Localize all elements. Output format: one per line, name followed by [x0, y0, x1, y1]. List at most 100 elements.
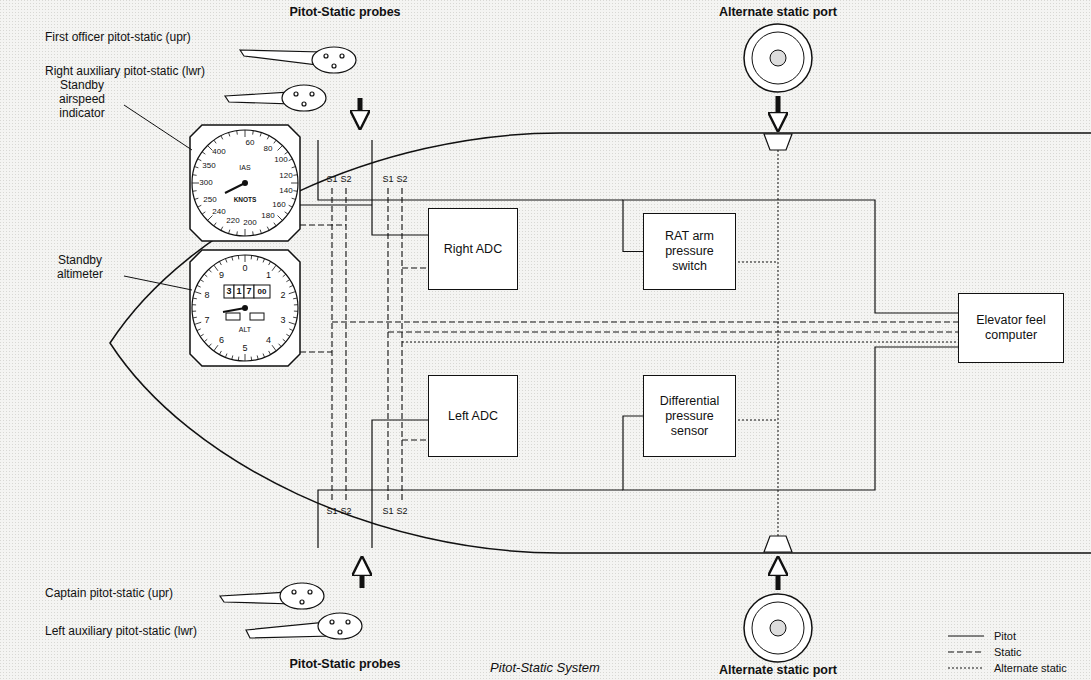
airspeed-indicator: [289, 159, 293, 161]
altimeter: [192, 255, 298, 361]
dial-legend: KNOTS: [234, 196, 257, 203]
alternate-static-port: [776, 566, 781, 590]
static-line: [331, 188, 332, 502]
altimeter: [219, 262, 221, 266]
altimeter: [214, 265, 218, 271]
pitot-static-probe: [310, 92, 314, 96]
altimeter: [197, 285, 201, 287]
group-title: Pitot-Static probes: [289, 5, 400, 19]
airspeed-indicator: [274, 140, 276, 143]
airspeed-indicator: [202, 212, 205, 214]
airspeed-indicator: [190, 125, 300, 241]
group-title: Pitot-Static probes: [289, 657, 400, 671]
altimeter: [231, 257, 233, 261]
airspeed-indicator: [193, 174, 197, 176]
altimeter: [263, 354, 264, 358]
adc-box: Left ADC: [428, 375, 518, 457]
altimeter: [254, 285, 270, 298]
dial-number: 9: [219, 270, 224, 280]
altimeter: [244, 285, 254, 298]
altimeter: [195, 292, 202, 294]
pitot-static-probe: [340, 54, 344, 58]
dial-number: 7: [204, 315, 209, 325]
box-label: Elevator feel computer: [959, 309, 1063, 347]
altimeter: [224, 285, 270, 320]
dial-number: 4: [266, 335, 271, 345]
alternate-static-port: [744, 594, 812, 662]
alternate-static-port: [752, 32, 804, 84]
airspeed-indicator: [260, 133, 261, 137]
altimeter: [223, 308, 245, 312]
airspeed-indicator: [285, 212, 288, 214]
alternate-static-port: [764, 134, 792, 150]
static-line: [402, 439, 428, 440]
static-line: [345, 188, 346, 502]
pitot-static-probe: [346, 620, 350, 624]
static-line: [300, 224, 346, 225]
altimeter: [225, 354, 226, 358]
altimeter: [245, 354, 246, 361]
pitot-static-probe: [312, 47, 356, 73]
airspeed-indicator: [190, 125, 300, 241]
dial-number: 400: [212, 147, 225, 156]
alternate-static-port: [770, 620, 786, 636]
altimeter: [192, 304, 196, 305]
part-name: Alternate static port: [719, 5, 837, 19]
alternate-static-line: [730, 262, 778, 263]
dial-legend: ALT: [239, 326, 251, 334]
airspeed-indicator: [291, 183, 298, 184]
pitot-line: [318, 490, 623, 548]
alternate-static-port: [770, 50, 786, 66]
airspeed-indicator: [260, 230, 261, 234]
dial-number: 8: [204, 290, 209, 300]
part-name: Right auxiliary pitot-static (lwr): [45, 65, 205, 79]
counter-digit: 7: [246, 286, 251, 296]
dial-number: 100: [274, 155, 287, 164]
static-line: [300, 188, 958, 502]
figure-caption: Pitot-Static System: [490, 661, 600, 676]
altimeter: [192, 255, 298, 361]
leader-line: [124, 105, 192, 290]
airspeed-indicator: [236, 131, 238, 135]
airspeed-indicator: [292, 167, 296, 168]
dial-number: 240: [212, 207, 225, 216]
part-name: Captain pitot-static (upr): [45, 587, 173, 601]
altimeter: [251, 255, 253, 259]
dial-number: 350: [202, 161, 215, 170]
alternate-static-line: [730, 420, 778, 421]
airspeed-indicator: [267, 227, 269, 231]
altimeter: [219, 351, 221, 355]
altimeter: [200, 334, 203, 336]
airspeed-indicator: [229, 230, 230, 234]
airspeed-indicator: [236, 231, 238, 235]
airspeed-indicator: [198, 205, 202, 207]
part-name: First officer pitot-static (upr): [45, 31, 191, 45]
legend-swatch: [948, 635, 984, 636]
port-name: S2: [340, 506, 351, 516]
box-label: Right ADC: [438, 238, 508, 261]
altimeter: [289, 285, 293, 287]
counter-digit: 1: [236, 286, 241, 296]
pitot-static-probe: [308, 590, 312, 594]
airspeed-indicator: [214, 223, 216, 226]
pitot-static-probe: [318, 613, 362, 639]
pitot-static-probe: [332, 64, 336, 68]
port-name: S1: [326, 506, 337, 516]
legend-text: Pitot: [994, 630, 1016, 642]
airspeed-indicator: [278, 216, 283, 221]
altimeter: [286, 334, 289, 336]
altimeter: [250, 313, 264, 320]
dial-number: 5: [242, 343, 247, 353]
alternate-static-line: [402, 342, 958, 343]
altimeter: [293, 298, 297, 300]
altimeter: [242, 305, 248, 311]
altimeter: [238, 357, 240, 361]
sensor-box: Differential pressure sensor: [643, 375, 736, 457]
altimeter: [225, 259, 226, 263]
alternate-static-line: [778, 150, 779, 536]
part-name: Standby airspeed indicator: [42, 79, 122, 120]
altimeter: [283, 339, 286, 342]
